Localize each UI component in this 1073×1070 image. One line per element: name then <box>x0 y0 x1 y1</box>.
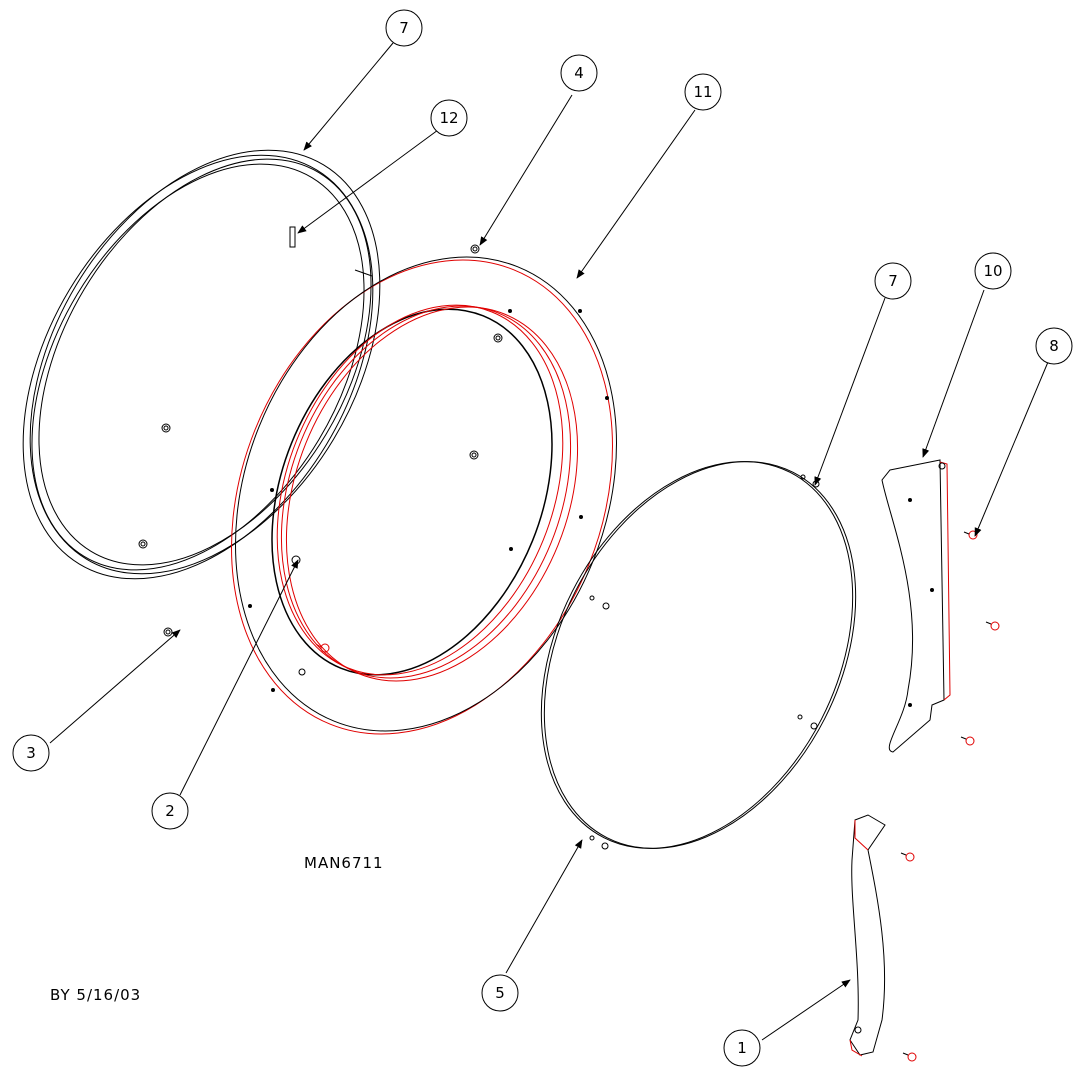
callout-label-8: 8 <box>1049 337 1059 355</box>
callout-label-12: 12 <box>439 109 458 127</box>
gasket-plate-part-7 <box>540 461 857 850</box>
callout-balloons <box>12 9 1073 1067</box>
callout-label-1: 1 <box>737 1039 747 1057</box>
door-glass-frame-part-6 <box>22 149 381 637</box>
callout-label-7: 7 <box>888 272 898 290</box>
callout-label-10: 10 <box>983 262 1002 280</box>
drawn-by-date: BY 5/16/03 <box>50 986 141 1004</box>
drawing-number: MAN6711 <box>304 854 384 872</box>
callout-label-5: 5 <box>495 984 505 1002</box>
callout-label-11: 11 <box>693 83 712 101</box>
door-handle-part-1 <box>849 814 886 1057</box>
callout-labels: 7 12 4 11 7 10 8 3 2 5 1 <box>26 19 1059 1057</box>
hinge-bracket-part-10 <box>881 459 951 753</box>
callout-label-6: 7 <box>399 19 409 37</box>
callout-label-4: 4 <box>574 64 584 82</box>
callout-label-3: 3 <box>26 744 36 762</box>
leader-lines <box>49 42 1049 1041</box>
callout-label-2: 2 <box>165 802 175 820</box>
inner-door-ring-part-11 <box>231 244 617 735</box>
screws-part-8 <box>900 530 1000 1062</box>
